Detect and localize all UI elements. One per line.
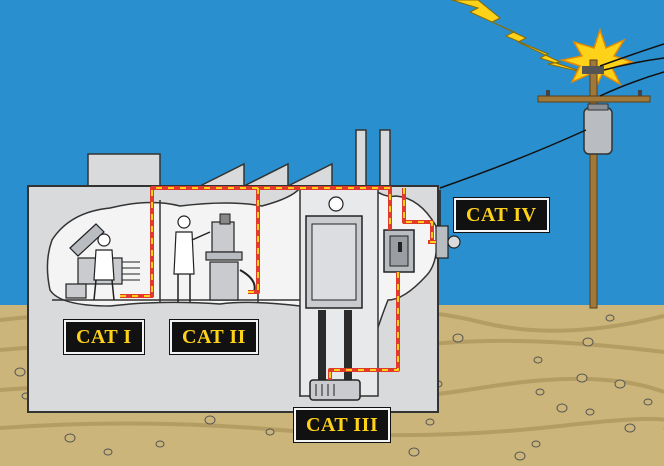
utility-pole-icon [537, 59, 651, 309]
cat-iii-label: CAT III [294, 408, 391, 442]
cat-iv-label: CAT IV [454, 198, 549, 232]
worker-icon [93, 233, 115, 301]
cat-ii-label: CAT II [170, 320, 258, 354]
drill-press-icon [205, 213, 256, 301]
technician-icon [173, 215, 211, 302]
motor-icon [309, 379, 361, 401]
transformer-icon [583, 103, 613, 155]
power-lines [439, 43, 664, 189]
wiring-path [120, 186, 436, 380]
cat-i-label: CAT I [64, 320, 144, 354]
electrical-panel-icon [383, 229, 415, 273]
elevator-icon [305, 196, 363, 380]
